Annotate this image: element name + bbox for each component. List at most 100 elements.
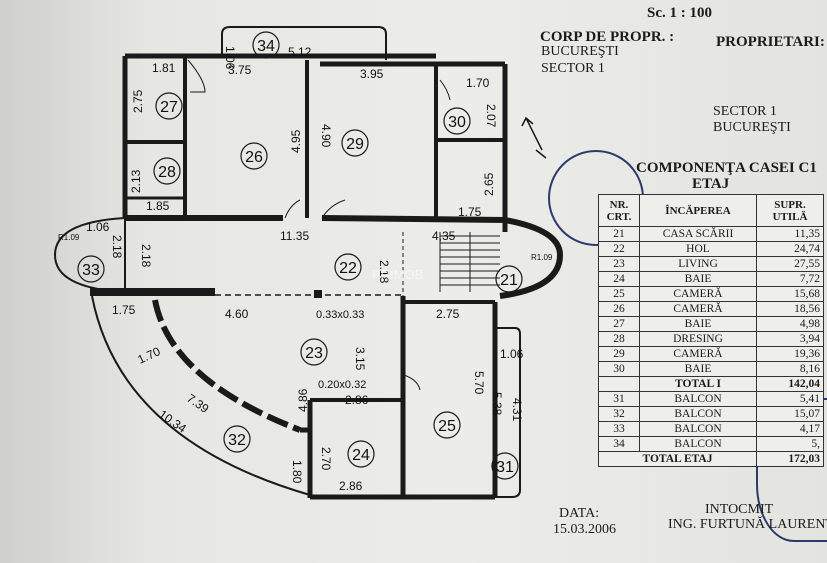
city-label-top: BUCUREŞTI xyxy=(541,44,619,59)
dim-1-80: 1.80 xyxy=(290,460,304,484)
cell-room: BALCON xyxy=(639,436,757,452)
room-34-label: 34 xyxy=(257,38,275,55)
dim-5-70: 5.70 xyxy=(472,371,486,395)
room-31-label: 31 xyxy=(496,459,514,476)
dim-2-65: 2.65 xyxy=(482,172,496,196)
dim-4-35: 4,35 xyxy=(432,229,456,243)
cell-area: 19,36 xyxy=(756,346,824,362)
dim-1-06-left: 1.06 xyxy=(86,220,110,234)
room-26-label: 26 xyxy=(245,149,263,166)
room-23-label: 23 xyxy=(305,345,323,362)
room-30-circle xyxy=(443,107,471,135)
dim-2-70: 2.70 xyxy=(319,447,333,471)
door-26 xyxy=(187,59,206,93)
dim-r109-left: R1.09 xyxy=(58,233,80,242)
balcony-31-outline xyxy=(495,327,521,498)
door-22a xyxy=(284,199,301,219)
cell-area: 18,56 xyxy=(756,301,824,317)
dim-11-35: 11.35 xyxy=(280,229,309,243)
room-34-circle xyxy=(252,31,280,59)
dim-4-95: 4.95 xyxy=(289,129,303,153)
cell-room: CAMERĂ xyxy=(639,301,757,317)
room-numbers: 21 22 23 24 25 26 27 28 29 30 31 32 33 3… xyxy=(82,38,518,476)
dim-3-15: 3.15 xyxy=(353,347,367,371)
room-27-circle xyxy=(155,92,183,120)
cell-area: 142,04 xyxy=(756,376,824,392)
room-21-label: 21 xyxy=(500,272,518,289)
sector-label-right: SECTOR 1 xyxy=(713,104,777,119)
dim-3-75: 3.75 xyxy=(228,63,252,77)
living-curved-wall xyxy=(152,299,302,433)
balcony-33-outline xyxy=(53,217,126,293)
cell-area: 7,72 xyxy=(756,271,824,287)
city-label-right: BUCUREŞTI xyxy=(713,120,791,135)
dim-2-75-mid: 2.75 xyxy=(436,307,460,321)
dim-1-85: 1.85 xyxy=(146,199,170,213)
room-22-circle xyxy=(334,253,362,281)
col-nr-header: NR. CRT. xyxy=(598,194,640,227)
dim-2-18-b: 2.18 xyxy=(139,244,153,268)
balcony-34-outline xyxy=(221,26,387,60)
dim-5-12: 5.12 xyxy=(288,45,312,59)
dim-1-75-left: 1.75 xyxy=(112,303,136,317)
scale-label: Sc. 1 : 100 xyxy=(647,5,712,21)
dim-2-75: 2.75 xyxy=(131,89,145,113)
dim-2-18-c: 2.18 xyxy=(377,260,391,284)
date-value: 15.03.2006 xyxy=(553,522,616,537)
col-area-header: SUPR. UTILĂ xyxy=(756,194,824,227)
dim-column-033: 0.33x0.33 xyxy=(316,309,364,321)
total-etaj-label: TOTAL ETAJ xyxy=(598,451,757,467)
dim-2-86-top: 2.86 xyxy=(345,393,369,407)
room-24-circle xyxy=(347,440,375,468)
dim-10-34: 10.34 xyxy=(156,407,189,436)
room-30-label: 30 xyxy=(448,114,466,131)
door-22b xyxy=(321,199,346,219)
room-32-label: 32 xyxy=(228,432,246,449)
dim-4-60: 4.60 xyxy=(225,307,249,321)
room-23-circle xyxy=(300,338,328,366)
stair-semicircle-wall xyxy=(499,217,564,299)
cell-area: 15,68 xyxy=(756,286,824,302)
dim-1-06-top: 1.06 xyxy=(223,46,237,70)
dim-5-38: 5.38 xyxy=(490,392,504,416)
dim-4-86: 4.86 xyxy=(296,388,310,412)
room-29-label: 29 xyxy=(346,136,364,153)
balcony-32-outline xyxy=(91,295,311,496)
door-24 xyxy=(403,374,421,391)
dim-2-13: 2.13 xyxy=(129,169,143,193)
wall-corridor-north-b xyxy=(321,215,506,223)
room-33-label: 33 xyxy=(82,262,100,279)
room-21-circle xyxy=(495,265,523,293)
author-label: INTOCMIT xyxy=(705,502,774,517)
dim-4-31: 4.31 xyxy=(510,398,524,422)
room-29-circle xyxy=(341,129,369,157)
dim-2-18-a: 2.18 xyxy=(110,235,124,259)
cell-area: 3,94 xyxy=(756,331,824,347)
room-28-label: 28 xyxy=(158,164,176,181)
dim-1-70-arc: 1.70 xyxy=(135,344,162,367)
table-subtitle: ETAJ xyxy=(692,176,730,192)
room-22-label: 22 xyxy=(339,260,357,277)
dim-r109-right: R1.09 xyxy=(531,253,553,262)
corp-label: CORP DE PROPR. : xyxy=(540,29,675,45)
dim-column-020: 0.20x0.32 xyxy=(318,379,366,391)
room-26-circle xyxy=(240,142,268,170)
dim-2-07: 2.07 xyxy=(484,104,498,128)
column-033 xyxy=(314,290,322,298)
dim-1-06-right: 1.06 xyxy=(500,347,524,361)
stair-treads xyxy=(439,232,500,292)
room-25-circle xyxy=(433,411,461,439)
dim-2-86-bot: 2.86 xyxy=(339,479,363,493)
door-30 xyxy=(439,79,451,101)
room-32-circle xyxy=(223,425,251,453)
